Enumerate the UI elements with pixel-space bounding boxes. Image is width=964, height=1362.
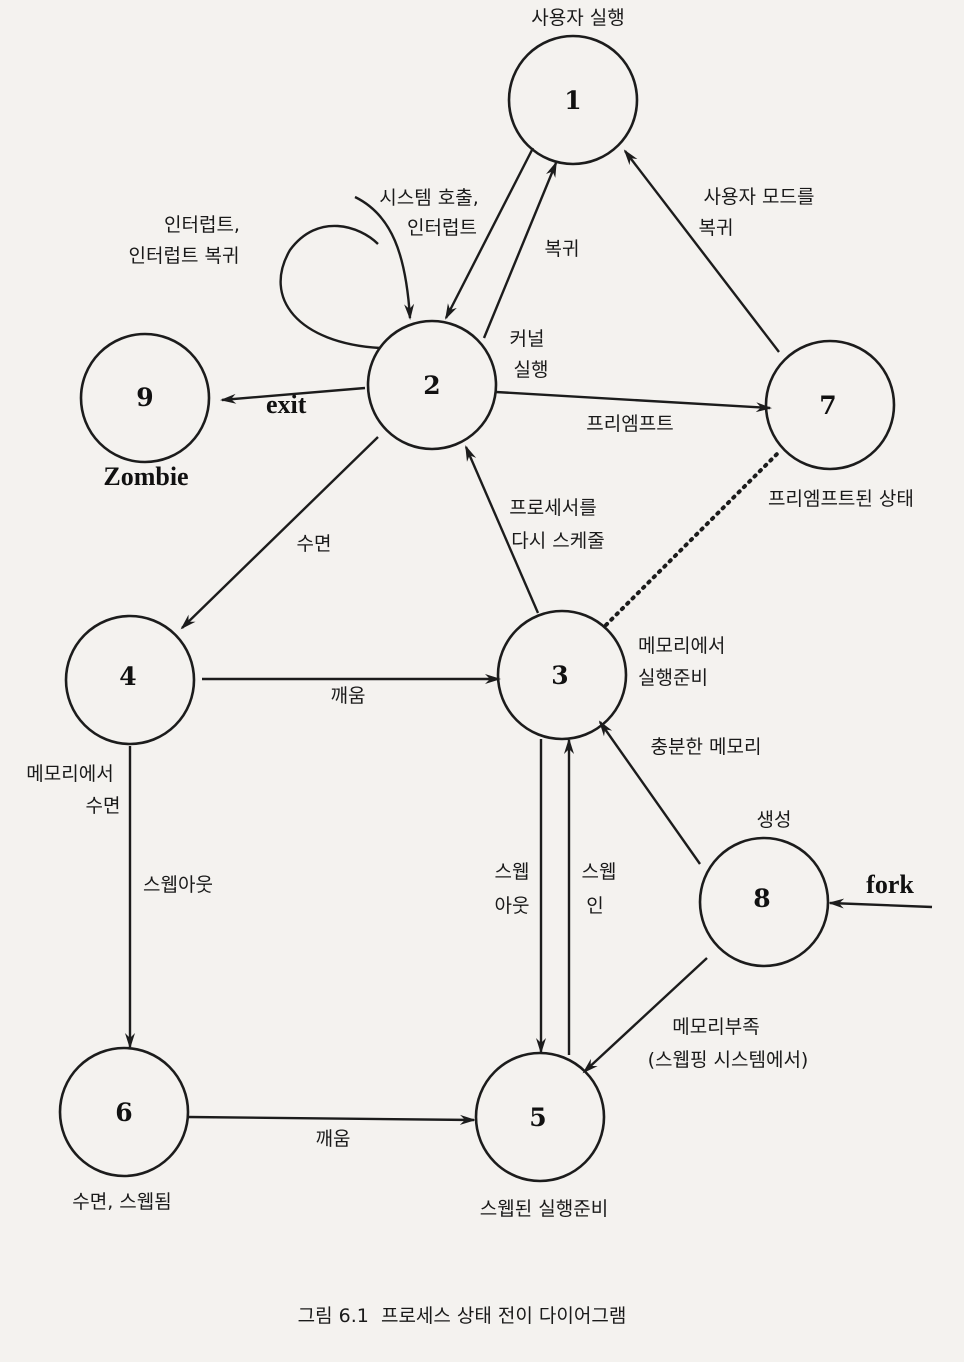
- state-9-label: Zombie: [103, 462, 188, 491]
- edge-label-syscall-line1: 시스템 호출,: [379, 187, 478, 209]
- state-5-number: 5: [529, 1103, 546, 1132]
- edge-label-exit: exit: [266, 390, 307, 419]
- state-4-number: 4: [119, 662, 136, 691]
- edge-label-interrupt-line2: 인터럽트 복귀: [129, 245, 240, 267]
- edge-2-to-1-return: [482, 161, 558, 339]
- edge-2-to-9-exit: [220, 386, 366, 404]
- figure-caption: 그림 6.1 프로세스 상태 전이 다이어그램: [298, 1305, 627, 1327]
- state-6-number: 6: [115, 1098, 132, 1127]
- state-2-circle: [366, 319, 498, 451]
- state-1-label: 사용자 실행: [531, 7, 624, 29]
- edge-2-to-4-sleep: [180, 436, 379, 630]
- edge-3-to-7-dotted: [604, 450, 781, 627]
- edge-6-to-5-wakeup: [187, 1114, 476, 1125]
- edge-label-fork: fork: [866, 870, 914, 899]
- state-1-number: 1: [564, 86, 581, 115]
- edge-fork-to-8: [828, 898, 933, 909]
- edge-label-kernel-line2: 실행: [514, 359, 549, 381]
- state-7-label: 프리엠프트된 상태: [768, 488, 914, 510]
- edge-label-swapout-4-6: 스웹아웃: [143, 874, 213, 896]
- state-4-label-line2: 수면: [86, 795, 121, 817]
- edge-label-user-mode-line1: 사용자 모드를: [704, 186, 815, 208]
- edge-label-wakeup-4-3: 깨움: [331, 685, 366, 707]
- edge-label-reschedule-line2: 다시 스케줄: [511, 530, 604, 552]
- state-3-label-line1: 메모리에서: [638, 635, 725, 657]
- edge-2-to-7-preempt: [495, 390, 772, 413]
- edge-label-syscall-line2: 인터럽트: [407, 217, 477, 239]
- edge-3-to-2-reschedule: [464, 445, 540, 614]
- state-4-label-line1: 메모리에서: [26, 763, 113, 785]
- edge-1-to-2-curve: [354, 195, 415, 320]
- state-1-circle: [507, 34, 639, 166]
- edge-1-to-2-syscall: [444, 147, 535, 320]
- edge-label-reschedule-line1: 프로세서를: [509, 497, 596, 519]
- state-4-circle: [64, 614, 196, 746]
- edge-label-enough-memory: 충분한 메모리: [651, 736, 762, 758]
- state-9-number: 9: [136, 383, 153, 412]
- edge-label-not-enough-line1: 메모리부족: [672, 1016, 759, 1038]
- edge-label-sleep: 수면: [297, 533, 332, 555]
- state-6-label: 수면, 스웹됨: [72, 1191, 171, 1213]
- edge-label-wakeup-6-5: 깨움: [316, 1128, 351, 1150]
- edge-7-to-1-return-user: [623, 149, 780, 353]
- state-8-number: 8: [753, 884, 770, 913]
- edge-label-interrupt-line1: 인터럽트,: [164, 214, 240, 236]
- edge-label-swapin-line1: 스웹: [582, 861, 617, 883]
- state-5-label: 스웹된 실행준비: [480, 1198, 608, 1220]
- edge-label-swapout-3-5-line2: 아웃: [495, 895, 530, 917]
- edge-label-preempt: 프리엠프트: [586, 413, 673, 435]
- state-8-circle: [698, 836, 830, 968]
- state-7-number: 7: [819, 391, 836, 420]
- edge-label-return: 복귀: [545, 238, 580, 260]
- edge-label-not-enough-line2: (스웹핑 시스템에서): [648, 1049, 809, 1071]
- edge-label-kernel-line1: 커널: [510, 328, 545, 350]
- edge-2-self-loop: [279, 224, 381, 350]
- state-8-label: 생성: [757, 809, 792, 831]
- edge-8-to-5-not-enough: [582, 957, 708, 1074]
- edge-label-swapin-line2: 인: [586, 895, 603, 917]
- edge-8-to-3-enough-memory: [598, 720, 701, 865]
- edge-label-swapout-3-5-line1: 스웹: [495, 861, 530, 883]
- edge-label-user-mode-line2: 복귀: [699, 217, 734, 239]
- state-9-circle: [79, 332, 211, 464]
- state-3-number: 3: [551, 661, 568, 690]
- state-6-circle: [58, 1046, 190, 1178]
- state-3-label-line2: 실행준비: [638, 667, 708, 689]
- state-2-number: 2: [423, 371, 440, 400]
